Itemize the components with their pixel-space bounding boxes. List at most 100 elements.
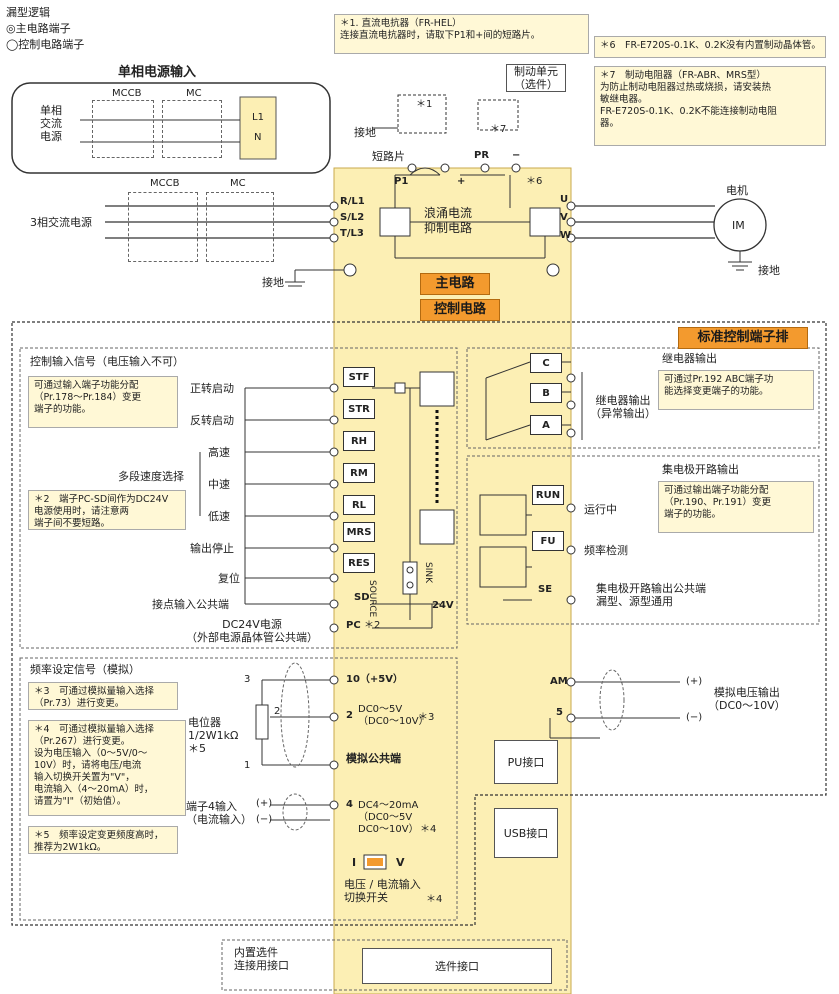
- three-mc: [206, 192, 274, 262]
- three-phase-source-label: 3相交流电源: [30, 216, 92, 229]
- relay-output-title: 继电器输出: [662, 352, 717, 365]
- label-reset: 复位: [218, 572, 240, 585]
- note-5: ＊5 频率设定变更频度高时， 推荐为2W1kΩ。: [28, 826, 178, 854]
- terminal-2-star: ＊3: [418, 712, 435, 723]
- am-plus: (+): [686, 676, 703, 687]
- label-contact-common: 接点输入公共端: [152, 598, 229, 611]
- input-function-note: 可通过输入端子功能分配 （Pr.178～Pr.184）变更 端子的功能。: [28, 376, 178, 428]
- ground-right-label: 接地: [758, 264, 780, 277]
- terminal-sd: SD: [354, 592, 370, 603]
- switch-v: V: [396, 856, 405, 869]
- label-dc24-supply: DC24V电源 （外部电源晶体管公共端）: [186, 618, 318, 644]
- terminal-v: V: [560, 212, 568, 223]
- terminal-4-range: DC4～20mA （DC0～5V DC0～10V）: [358, 800, 419, 835]
- label-source: SOURCE: [367, 580, 377, 618]
- terminal-rl: RL: [343, 495, 375, 515]
- label-forward-start: 正转启动: [190, 382, 234, 395]
- label-reverse-start: 反转启动: [190, 414, 234, 427]
- terminal-2-range: DC0～5V （DC0～10V）: [358, 704, 429, 727]
- terminal-fu: FU: [532, 531, 564, 551]
- pu-connector: PU接口: [494, 740, 558, 784]
- pot-pin-3: 3: [244, 674, 251, 685]
- terminal-am: AM: [550, 676, 568, 687]
- single-phase-source-label: 单相 交流 电源: [40, 104, 62, 143]
- terminal-stf: STF: [343, 367, 375, 387]
- star1-label: ＊1: [416, 99, 433, 110]
- three-mccb-label: MCCB: [150, 178, 180, 189]
- terminal-u: U: [560, 194, 569, 205]
- label-low-speed: 低速: [208, 510, 230, 523]
- t4-minus: (−): [256, 814, 273, 825]
- legend-title: 漏型逻辑: [6, 6, 50, 19]
- note-3: ＊3 可通过模拟量输入选择 （Pr.73）进行变更。: [28, 682, 178, 710]
- motor-im: IM: [732, 219, 745, 232]
- single-mccb-label: MCCB: [112, 88, 142, 99]
- label-running: 运行中: [584, 503, 617, 516]
- terminal-4-input-label: 端子4输入 （电流输入）: [186, 800, 252, 826]
- three-mc-label: MC: [230, 178, 246, 189]
- terminal-c: C: [530, 353, 562, 373]
- note-6: ＊6 FR-E720S-0.1K、0.2K没有内置制动晶体管。: [594, 36, 826, 58]
- note-1: ＊1. 直流电抗器（FR-HEL） 连接直流电抗器时，请取下P1和+间的短路片。: [334, 14, 589, 54]
- terminal-a: A: [530, 415, 562, 435]
- terminal-pc: PC: [346, 620, 361, 631]
- note-4: ＊4 可通过模拟量输入选择 （Pr.267）进行变更。 设为电压输入（0～5V/…: [28, 720, 186, 816]
- analog-common-label: 模拟公共端: [346, 752, 401, 765]
- minus-label: −: [512, 150, 521, 161]
- option-interface-label: 内置选件 连接用接口: [234, 946, 289, 972]
- option-connector: 选件接口: [362, 948, 552, 984]
- ground-left-label: 接地: [262, 276, 284, 289]
- am-minus: (−): [686, 712, 703, 723]
- label-mid-speed: 中速: [208, 478, 230, 491]
- single-mc: [162, 100, 222, 158]
- switch-i: I: [352, 856, 357, 869]
- legend-control-terminal: ◯控制电路端子: [6, 38, 85, 51]
- terminal-se: SE: [538, 584, 553, 595]
- control-input-title: 控制输入信号（电压输入不可）: [30, 355, 184, 368]
- label-24v: 24V: [432, 600, 454, 611]
- star7-label: ＊7: [490, 124, 507, 135]
- control-circuit-title: 控制电路: [420, 299, 500, 321]
- pot-pin-1: 1: [244, 760, 251, 771]
- open-collector-title: 集电极开路输出: [662, 463, 739, 476]
- note-7: ＊7 制动电阻器（FR-ABR、MRS型） 为防止制动电阻器过热或烧损，请安装热…: [594, 66, 826, 146]
- pc-star2: ＊2: [364, 620, 381, 631]
- label-output-stop: 输出停止: [190, 542, 234, 555]
- terminal-res: RES: [343, 553, 375, 573]
- standard-terminal-block-title: 标准控制端子排: [678, 327, 808, 349]
- terminal-5: 5: [556, 707, 563, 718]
- note-2: ＊2 端子PC-SD间作为DC24V 电源使用时，请注意两 端子间不要短路。: [28, 490, 186, 530]
- single-mc-label: MC: [186, 88, 202, 99]
- inrush-circuit-label: 浪涌电流 抑制电路: [424, 206, 473, 235]
- label-multi-speed: 多段速度选择: [118, 470, 184, 483]
- terminal-r: R/L1: [340, 196, 365, 207]
- terminal-w: W: [560, 230, 572, 241]
- label-se-common: 集电极开路输出公共端 漏型、源型通用: [596, 582, 706, 608]
- l1-label: L1: [252, 112, 264, 123]
- single-mccb: [92, 100, 154, 158]
- star6-label: ＊6: [526, 176, 543, 187]
- short-bar-label: 短路片: [372, 150, 405, 163]
- terminal-mrs: MRS: [343, 522, 375, 542]
- terminal-4-star: ＊4: [420, 824, 437, 835]
- brake-unit: 制动单元 （选件）: [506, 64, 566, 92]
- n-label: N: [254, 132, 262, 143]
- switch-label: 电压 / 电流输入 切换开关: [344, 878, 421, 904]
- three-mccb: [128, 192, 198, 262]
- pot-pin-2: 2: [274, 706, 281, 717]
- terminal-run: RUN: [532, 485, 564, 505]
- label-freq-detect: 频率检测: [584, 544, 628, 557]
- pr-label: PR: [474, 150, 490, 161]
- terminal-rm: RM: [343, 463, 375, 483]
- potentiometer-label: 电位器 1/2W1kΩ ＊5: [188, 716, 239, 755]
- terminal-rh: RH: [343, 431, 375, 451]
- label-high-speed: 高速: [208, 446, 230, 459]
- ground-reactor-label: 接地: [354, 126, 376, 139]
- motor-label: 电机: [726, 184, 748, 197]
- label-sink: SINK: [423, 562, 433, 584]
- relay-output-label: 继电器输出 （异常输出）: [590, 394, 656, 420]
- freq-setting-title: 频率设定信号（模拟）: [30, 663, 140, 676]
- analog-voltage-output-label: 模拟电压输出 （DC0～10V）: [708, 686, 786, 712]
- p1-label: P1: [394, 176, 409, 187]
